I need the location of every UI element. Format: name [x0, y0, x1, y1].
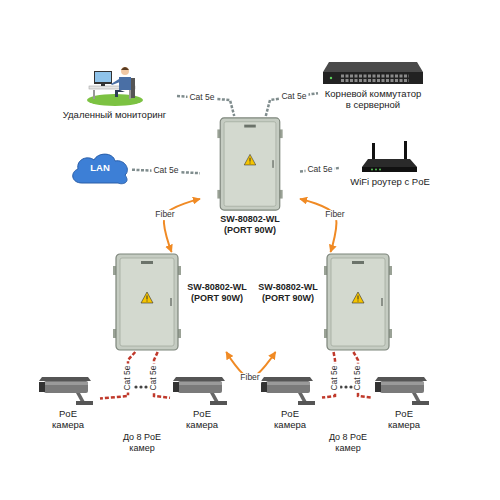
poe-camera: PoE камера [258, 372, 322, 431]
device-icon [323, 60, 423, 86]
node-label: SW-80802-WL (PORT 90W) [208, 214, 292, 236]
cable-type-label: Cat 5e [123, 363, 133, 392]
outdoor-switch: SW-80802-WL (PORT 90W) [112, 252, 249, 352]
cable-type-label: Fiber [153, 210, 176, 220]
outdoor-switch: SW-80802-WL (PORT 90W) [200, 116, 300, 236]
fiber-link [164, 199, 200, 252]
node-label: PoE камера [382, 408, 426, 431]
camera-count-note: До 8 PoE камер [322, 432, 374, 454]
node-label: Удаленный мониторинг [52, 109, 177, 120]
wifi-router: WiFi роутер с PoE [340, 140, 440, 187]
node-label: PoE камера [268, 408, 312, 431]
poe-camera: PoE камера [170, 372, 234, 431]
ellipsis-dot [139, 385, 142, 388]
lan-cloud: LAN [68, 150, 132, 186]
node-label: LAN [68, 150, 132, 186]
node-label: SW-80802-WL (PORT 90W) [256, 252, 320, 304]
cable-type-label: Fiber [323, 210, 346, 220]
cable-type-label: Cat 5e [305, 165, 334, 175]
poe-cable [353, 352, 372, 398]
device-icon [112, 252, 182, 352]
poe-camera: PoE камера [372, 372, 436, 431]
fiber-link [300, 199, 336, 252]
device-icon [372, 372, 436, 406]
ellipsis-dot [144, 385, 147, 388]
cable-type-label: Cat 5e [151, 167, 180, 177]
device-icon [323, 252, 393, 352]
device-icon [360, 140, 420, 174]
core-switch: Корневой коммутатор в серверной [318, 60, 428, 111]
device-icon [170, 372, 234, 406]
cable-type-label: Cat 5e [149, 363, 159, 392]
node-label: SW-80802-WL (PORT 90W) [185, 252, 249, 304]
node-label: PoE камера [180, 408, 224, 431]
cable-type-label: Cat 5e [353, 363, 363, 392]
camera-count-note: До 8 PoE камер [116, 432, 168, 454]
cable-type-label: Cat 5e [187, 93, 216, 103]
node-label: WiFi роутер с PoE [340, 176, 440, 187]
node-label: Корневой коммутатор в серверной [322, 88, 424, 111]
ellipsis-dot [349, 385, 352, 388]
poe-camera: PoE камера [36, 372, 100, 431]
device-icon [36, 372, 100, 406]
cable-type-label: Cat 5e [330, 363, 340, 392]
ellipsis-dot [344, 385, 347, 388]
outdoor-switch: SW-80802-WL (PORT 90W) [256, 252, 393, 352]
node-label: PoE камера [46, 408, 90, 431]
device-icon [258, 372, 322, 406]
device-icon [214, 116, 286, 212]
cable-type-label: Cat 5e [279, 92, 308, 102]
device-icon [85, 62, 145, 107]
cable-type-label: Fiber [238, 373, 261, 383]
ellipsis-dot [134, 385, 137, 388]
monitoring-station: Удаленный мониторинг [52, 62, 177, 120]
poe-cable [100, 352, 135, 399]
